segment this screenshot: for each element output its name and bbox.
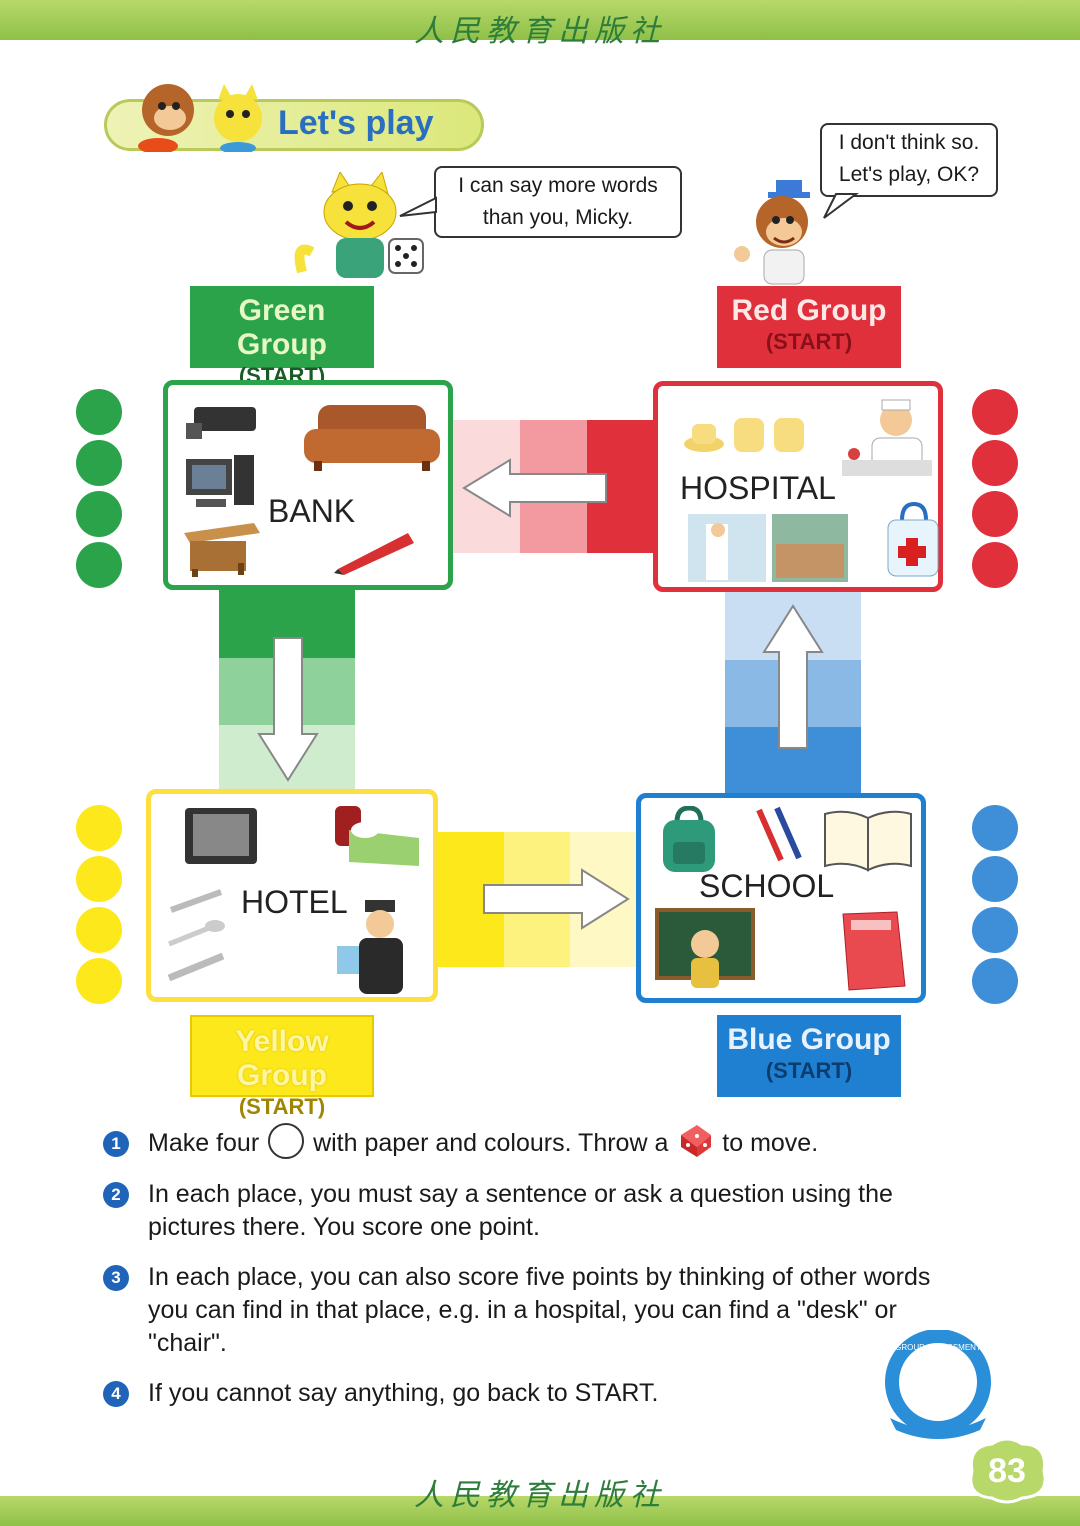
blue-group-name: Blue Group [727, 1023, 891, 1056]
cutlery-icon [167, 889, 225, 982]
badge-text: GROUP ASSESSMENT [895, 1343, 981, 1352]
bed-icon [335, 806, 419, 866]
computer-icon [186, 455, 254, 507]
school-label: SCHOOL [699, 868, 835, 904]
red-group-start: (START) [765, 329, 853, 354]
art-book-icon [842, 911, 906, 991]
cups-icon [684, 418, 804, 452]
publisher-header: 人民教育出版社 [414, 14, 666, 49]
red-dot [972, 440, 1018, 486]
pen-icon [334, 533, 414, 575]
step-number: 4 [103, 1381, 129, 1407]
green-counter-dots [76, 389, 122, 593]
first-aid-bag-icon [887, 501, 939, 577]
pens-icon [756, 806, 802, 862]
yellow-dot [76, 958, 122, 1004]
blue-dot [972, 958, 1018, 1004]
monkey-character-icon [734, 180, 810, 285]
monkey-bubble-line-1: I don't think so. [838, 131, 980, 154]
instruction-2-text: In each place, you must say a sentence o… [148, 1180, 893, 1241]
bank-label: BANK [268, 493, 356, 529]
instruction-3: 3 In each place, you can also score five… [103, 1261, 983, 1360]
page-number: 83 [988, 1452, 1026, 1490]
instruction-1-part-c: to move. [722, 1129, 819, 1157]
camera-icon [186, 407, 256, 439]
instruction-2: 2 In each place, you must say a sentence… [103, 1178, 983, 1244]
red-dot [972, 389, 1018, 435]
bellboy-icon [337, 900, 403, 994]
cat-bubble-line-1: I can say more words [458, 174, 658, 197]
television-icon [185, 808, 257, 864]
red-counter-dots [972, 389, 1018, 593]
arrow-down-icon [257, 637, 319, 782]
yellow-group-start: (START) [238, 1094, 326, 1119]
step-number: 1 [103, 1131, 129, 1157]
monkey-bubble-line-2: Let's play, OK? [838, 163, 980, 186]
group-assessment-badge: GROUP ASSESSMENT [885, 1330, 991, 1439]
school-box: SCHOOL [636, 793, 926, 1003]
green-dot [76, 389, 122, 435]
desk-icon [184, 523, 260, 577]
red-dice-icon [681, 1125, 712, 1158]
green-dot [76, 491, 122, 537]
instruction-3-text: In each place, you can also score five p… [148, 1263, 931, 1357]
yellow-dot [76, 907, 122, 953]
instruction-1-part-b: with paper and colours. Throw a [313, 1129, 669, 1157]
cat-character-icon [294, 172, 397, 278]
monkey-and-cat-icon [138, 84, 262, 152]
arrow-up-icon [762, 604, 824, 749]
doctor-icon [842, 399, 932, 476]
instruction-1-part-a: Make four [148, 1129, 260, 1157]
circle-token-icon [268, 1123, 305, 1160]
instruction-1: 1 Make four with paper and colours. Thro… [103, 1123, 983, 1160]
hospital-box: HOSPITAL [653, 381, 943, 592]
cat-bubble-tail [399, 196, 437, 217]
bottom-band [0, 1496, 1080, 1526]
red-group-label: Red Group (START) [717, 286, 901, 368]
page-number-badge-icon [969, 1437, 1047, 1504]
blue-group-start: (START) [765, 1058, 853, 1083]
cat-speech-bubble: I can say more words than you, Micky. [434, 166, 682, 238]
schoolbag-icon [663, 806, 715, 872]
green-group-label: Green Group (START) [190, 286, 374, 388]
blue-dot [972, 907, 1018, 953]
red-group-name: Red Group [731, 294, 887, 327]
hospital-label: HOSPITAL [680, 470, 836, 506]
yellow-group-name: Yellow Group [235, 1025, 329, 1092]
red-dot [972, 491, 1018, 537]
top-band [0, 0, 1080, 40]
red-dot [972, 542, 1018, 588]
dice-icon [388, 238, 424, 274]
section-title: Let's play [278, 104, 434, 142]
hotel-box: HOTEL [146, 789, 438, 1002]
blue-dot [972, 856, 1018, 902]
hospital-photos-icon [688, 514, 848, 582]
hotel-label: HOTEL [241, 884, 348, 920]
blue-counter-dots [972, 805, 1018, 1009]
yellow-counter-dots [76, 805, 122, 1009]
teacher-blackboard-icon [655, 908, 755, 988]
step-number: 3 [103, 1265, 129, 1291]
green-dot [76, 440, 122, 486]
yellow-dot [76, 856, 122, 902]
yellow-group-label: Yellow Group (START) [190, 1015, 374, 1119]
blue-dot [972, 805, 1018, 851]
green-dot [76, 542, 122, 588]
cat-bubble-line-2: than you, Micky. [482, 206, 634, 229]
monkey-speech-bubble: I don't think so. Let's play, OK? [820, 123, 998, 197]
green-group-name: Green Group [237, 294, 327, 361]
step-number: 2 [103, 1182, 129, 1208]
blue-group-label: Blue Group (START) [717, 1015, 901, 1097]
instruction-4-text: If you cannot say anything, go back to S… [148, 1379, 659, 1407]
instruction-4: 4 If you cannot say anything, go back to… [103, 1377, 983, 1410]
arrow-right-icon [483, 868, 630, 930]
publisher-footer: 人民教育出版社 [414, 1478, 666, 1513]
yellow-dot [76, 805, 122, 851]
bank-box: BANK [163, 380, 453, 590]
open-book-icon [824, 810, 912, 872]
sofa-icon [304, 405, 440, 471]
monkey-bubble-tail [823, 193, 859, 219]
arrow-left-icon [462, 458, 607, 518]
